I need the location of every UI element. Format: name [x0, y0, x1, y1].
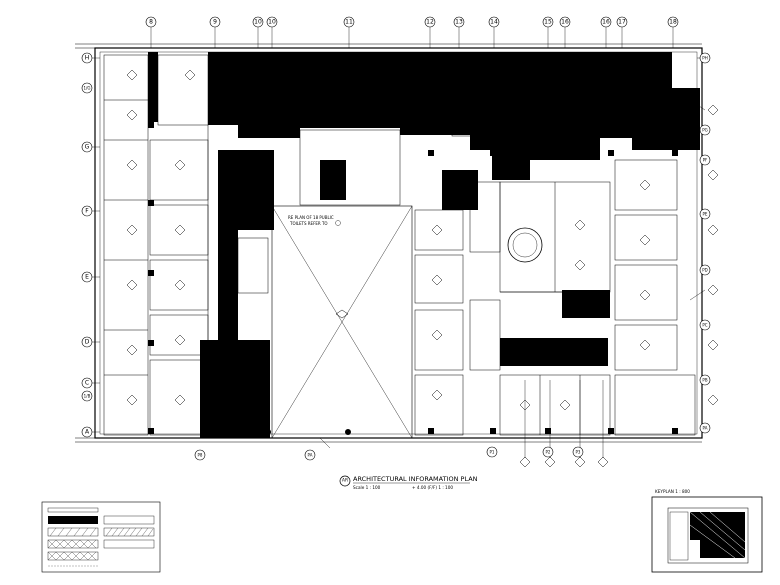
svg-text:P8: P8 [198, 453, 203, 458]
grid-bubble-row-D: D [81, 336, 100, 348]
svg-text:P2: P2 [546, 450, 551, 455]
grid-bubble-row-1G: 1/G [81, 82, 93, 94]
right-grid-bubbles: PH PG PF PE PD PC PB PA [697, 52, 711, 434]
svg-text:G: G [85, 144, 90, 151]
svg-text:E: E [85, 274, 89, 281]
grid-bubble-right-PD: PD [699, 264, 711, 276]
grid-bubble-col-14: 14 [488, 16, 500, 48]
svg-text:12: 12 [426, 19, 434, 26]
grid-bubble-row-A: A [81, 426, 100, 438]
svg-text:16: 16 [602, 19, 610, 26]
top-dimension-lines [75, 43, 702, 49]
grid-bubble-right-PB: PB [699, 374, 711, 386]
reference-markers [126, 69, 719, 468]
svg-text:PD: PD [702, 268, 708, 273]
svg-text:10: 10 [268, 19, 276, 26]
title-tag: AR [342, 478, 348, 484]
drawing-note: + 4.00 (F/F) 1 : 100 [412, 485, 453, 490]
grid-bubble-col-16b: 16 [600, 16, 612, 48]
round-room [507, 227, 543, 263]
material-legend [41, 501, 161, 573]
row-grid-bubbles: H 1/G G F E D C 1/B A [81, 52, 100, 438]
svg-text:18: 18 [669, 19, 677, 26]
grid-bubble-right-PH: PH [697, 52, 711, 64]
leader-lines [319, 99, 706, 458]
svg-text:RE PLAN OF 18 PUBLIC: RE PLAN OF 18 PUBLIC [288, 215, 334, 220]
grid-bubble-col-15: 15 [542, 16, 554, 48]
svg-text:TOILETS REFER TO: TOILETS REFER TO [289, 221, 328, 226]
grid-bubble-row-F: F [81, 205, 100, 217]
grid-bubble-col-13: 13 [453, 16, 465, 48]
toilet-note: RE PLAN OF 18 PUBLIC TOILETS REFER TO [288, 215, 341, 226]
svg-text:D: D [85, 339, 90, 346]
grid-bubble-row-H: H [81, 52, 100, 64]
grid-bubble-col-17: 17 [616, 16, 628, 48]
svg-text:11: 11 [345, 19, 353, 26]
room-partitions [103, 54, 696, 436]
svg-text:P3: P3 [576, 450, 581, 455]
key-plan: KEYPLAN 1 : 800 [651, 489, 763, 573]
grid-bubble-bottom-P2: P2 [542, 446, 554, 458]
grid-bubble-col-12: 12 [424, 16, 436, 48]
key-plan-label: KEYPLAN 1 : 800 [655, 489, 690, 494]
grid-bubble-right-PC: PC [699, 319, 711, 331]
grid-bubble-row-G: G [81, 141, 100, 153]
grid-bubble-row-1B: 1/B [81, 390, 93, 402]
grid-bubble-col-10b: 10 [266, 16, 278, 48]
grid-bubble-col-9: 9 [209, 16, 221, 48]
svg-text:8: 8 [149, 19, 153, 26]
svg-text:PC: PC [702, 323, 707, 328]
svg-text:1/B: 1/B [84, 394, 91, 399]
atrium-void [271, 205, 413, 439]
svg-text:13: 13 [455, 19, 463, 26]
grid-bubble-row-C: C [81, 377, 100, 389]
grid-bubble-right-PF: PF [699, 154, 711, 166]
grid-bubble-row-E: E [81, 271, 100, 283]
svg-text:A: A [85, 429, 90, 436]
svg-text:10: 10 [254, 19, 262, 26]
svg-text:H: H [85, 55, 90, 62]
svg-text:PA: PA [703, 426, 708, 431]
grid-bubble-right-PG: PG [699, 124, 711, 136]
svg-text:P1: P1 [490, 450, 495, 455]
svg-text:1/G: 1/G [84, 86, 91, 91]
svg-text:C: C [85, 380, 89, 387]
grid-bubble-col-10a: 10 [252, 16, 264, 48]
grid-bubble-right-PE: PE [699, 208, 711, 220]
grid-bubble-col-16a: 16 [559, 16, 571, 48]
svg-text:PA: PA [308, 453, 313, 458]
grid-bubble-col-18: 18 [667, 16, 679, 48]
drawing-title: ARCHITECTURAL INFORAMATION PLAN [353, 475, 478, 483]
grid-bubble-col-11: 11 [343, 16, 355, 48]
grid-bubble-col-8: 8 [145, 16, 157, 48]
svg-text:16: 16 [561, 19, 569, 26]
bottom-grid-bubbles: P8 PA P1 P2 P3 [194, 446, 584, 461]
svg-text:F: F [85, 208, 89, 215]
svg-text:PH: PH [702, 56, 707, 61]
svg-text:PF: PF [703, 158, 708, 163]
grid-bubble-bottom-P1: P1 [486, 446, 498, 458]
solid-fill-zones [148, 52, 700, 438]
svg-text:15: 15 [544, 19, 552, 26]
grid-bubble-bottom-PA: PA [304, 449, 316, 461]
svg-text:17: 17 [618, 19, 626, 26]
svg-text:9: 9 [213, 19, 217, 26]
svg-text:PG: PG [702, 128, 708, 133]
svg-text:14: 14 [490, 19, 498, 26]
svg-text:PE: PE [703, 212, 708, 217]
grid-bubble-bottom-P3: P3 [572, 446, 584, 458]
drawing-scale: Scale 1 : 100 [353, 485, 381, 490]
grid-bubble-bottom-P8: P8 [194, 449, 206, 461]
grid-bubble-right-PA: PA [699, 422, 711, 434]
column-grid-bubbles: 8 9 10 10 11 12 13 14 15 16 16 17 18 [145, 16, 679, 48]
structural-columns [148, 122, 678, 435]
drawing-title-block: AR ARCHITECTURAL INFORAMATION PLAN Scale… [339, 475, 478, 490]
svg-text:PB: PB [702, 378, 707, 383]
